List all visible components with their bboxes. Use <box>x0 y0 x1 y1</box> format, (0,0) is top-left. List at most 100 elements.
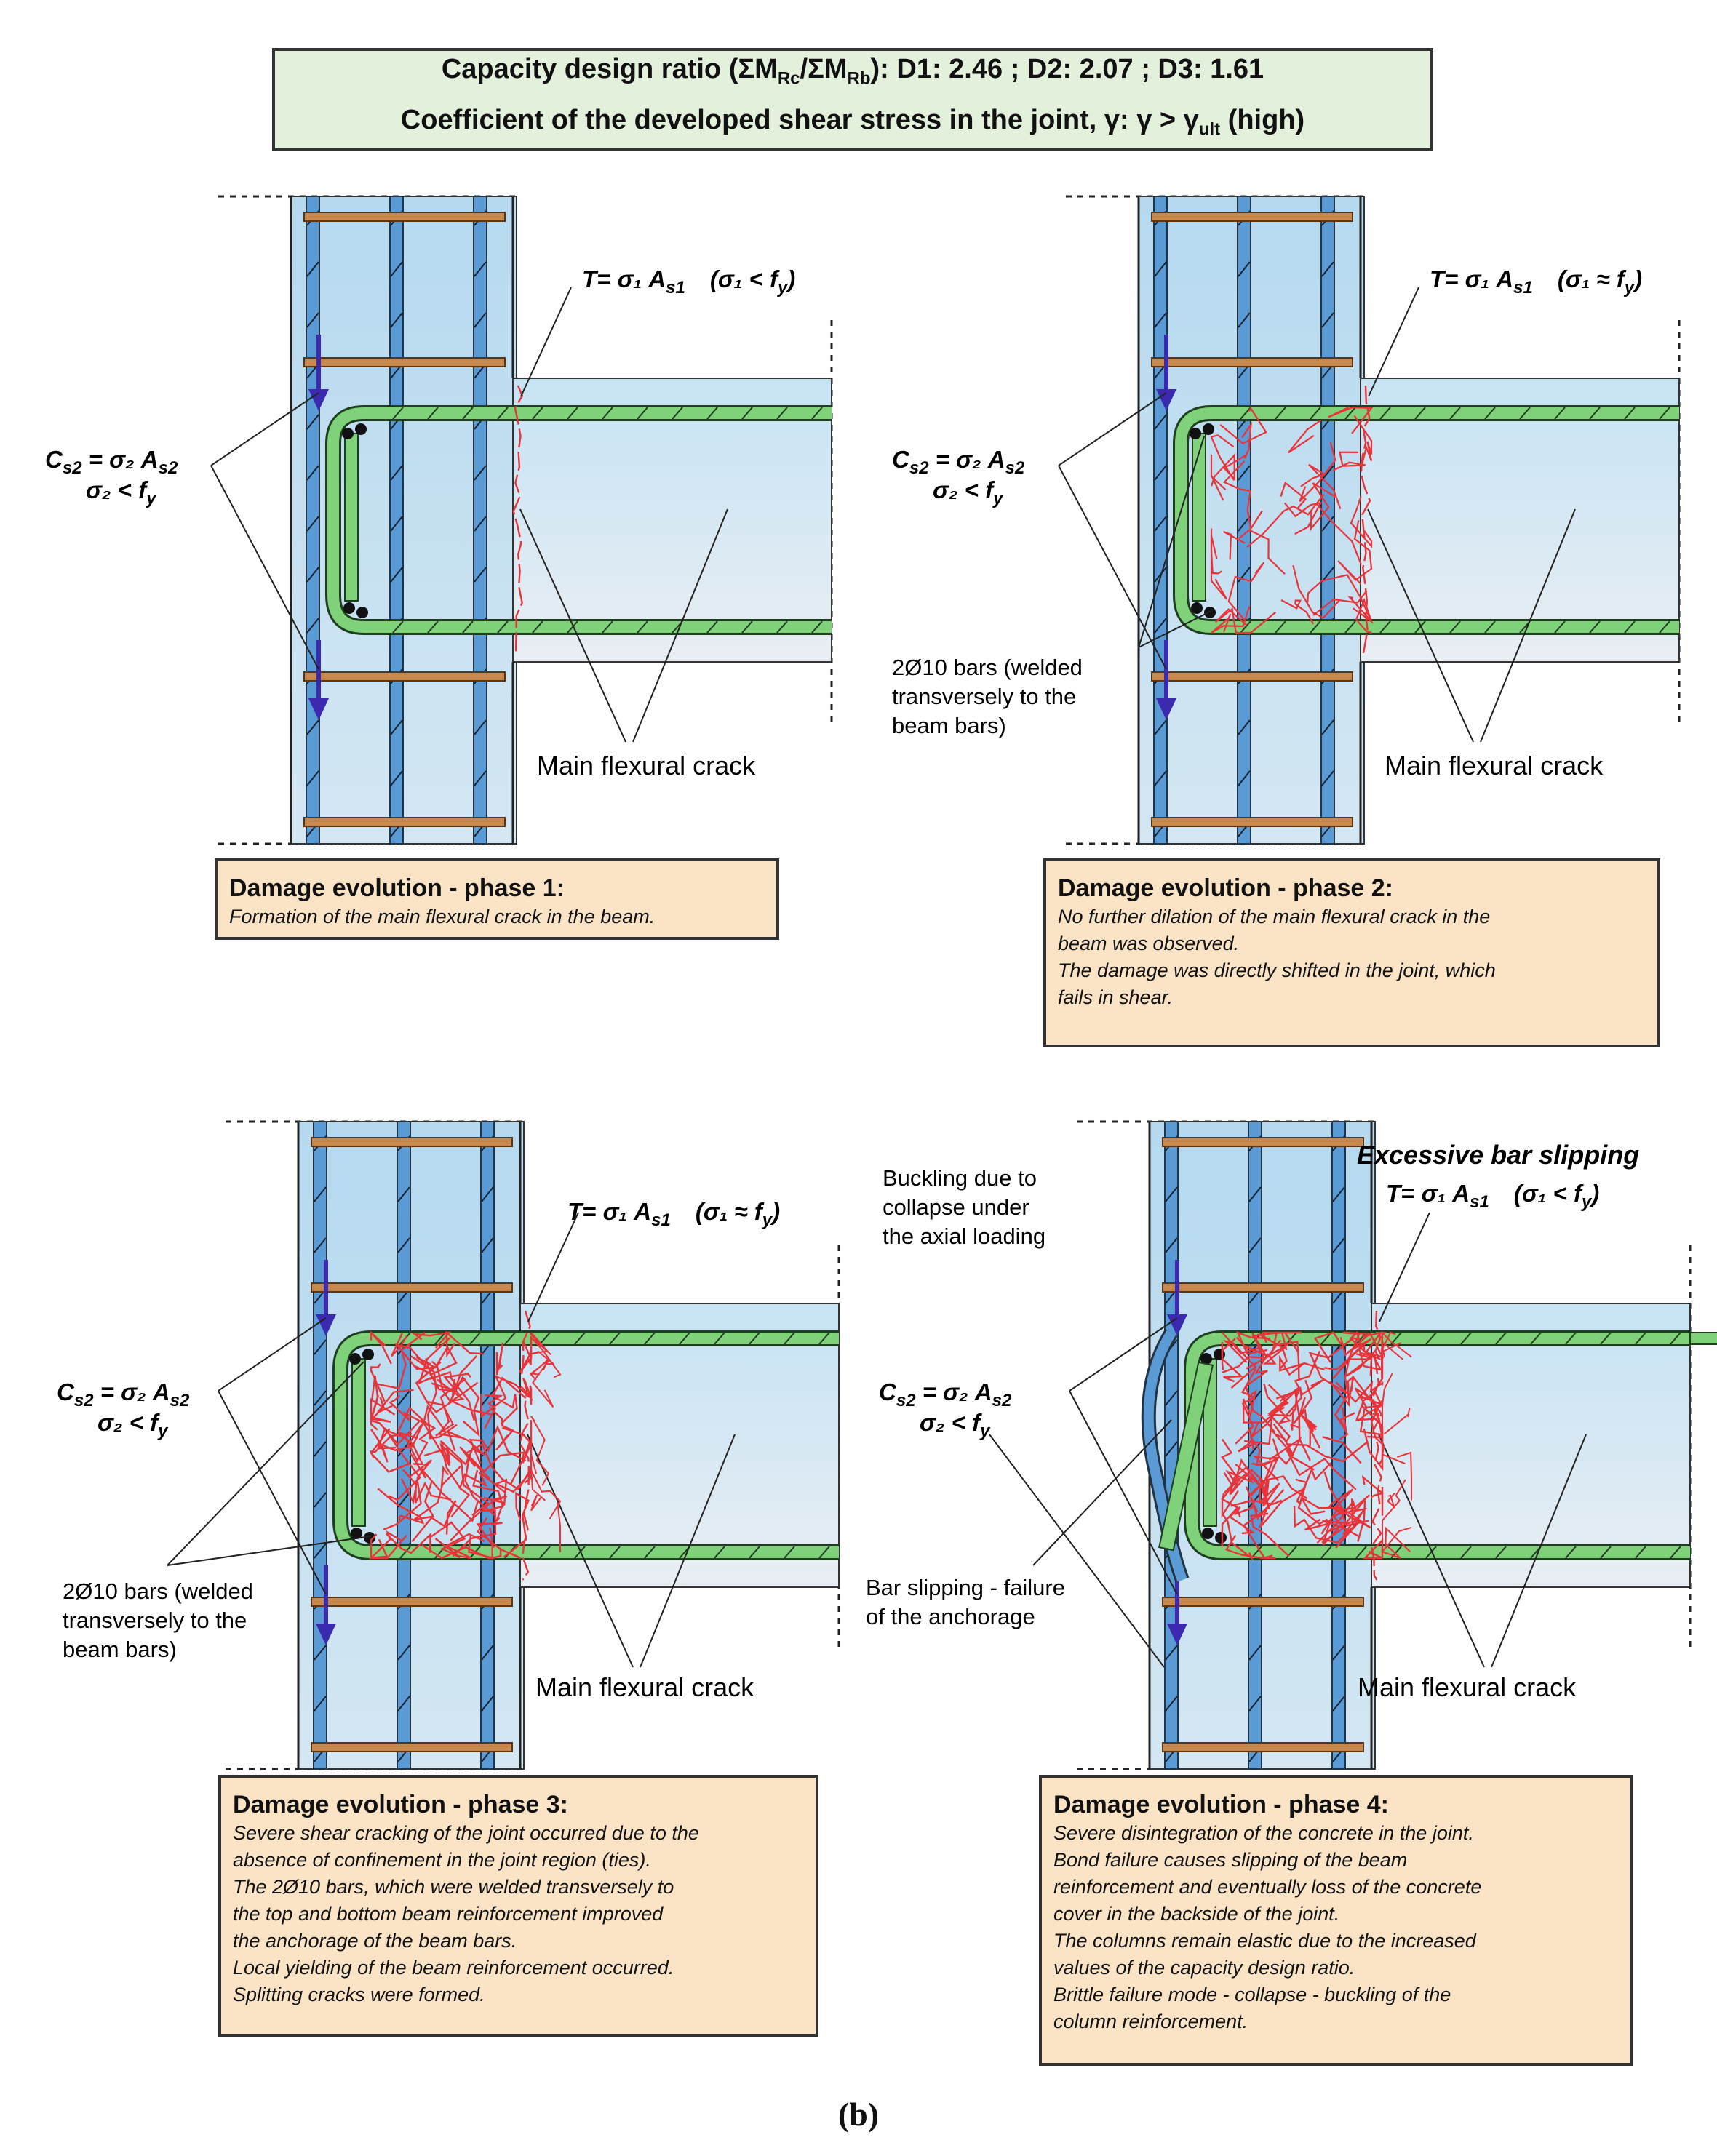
tension-leader <box>520 287 572 397</box>
shear-crack <box>530 1332 551 1356</box>
shear-crack <box>451 1354 478 1399</box>
shear-crack <box>529 1358 554 1408</box>
buckling-label-line2: collapse under <box>883 1194 1029 1220</box>
bar-section-dot <box>1191 602 1203 614</box>
figure-caption: (b) <box>837 2096 880 2133</box>
buckled-column-bar <box>1143 1330 1187 1582</box>
bar-section-dot <box>343 602 355 614</box>
bar-rib <box>306 312 319 328</box>
bar-rib <box>314 1237 327 1253</box>
shear-crack <box>1288 419 1322 454</box>
welded-transverse-bar <box>351 1358 366 1527</box>
bar-rib <box>1554 407 1566 420</box>
bar-section-dot <box>356 607 368 618</box>
shear-crack <box>1312 590 1368 616</box>
shear-crack <box>1262 1339 1289 1365</box>
shear-crack <box>418 1416 475 1466</box>
bar-rib <box>1390 1332 1402 1345</box>
bar-rib <box>602 620 613 634</box>
phase-3-line: Local yielding of the beam reinforcement… <box>233 1957 674 1979</box>
phase-2-line: The damage was directly shifted in the j… <box>1058 959 1496 981</box>
bar-rib <box>609 1546 621 1559</box>
shear-crack <box>377 1389 414 1413</box>
beam-concrete <box>519 1303 840 1588</box>
shear-crack <box>421 1535 494 1560</box>
beam-longitudinal-bar <box>327 407 832 633</box>
bar-rib <box>1240 620 1251 634</box>
tension-leader <box>1379 1212 1430 1322</box>
column-tie <box>311 1597 513 1607</box>
bar-rib <box>1154 719 1167 735</box>
bar-rib <box>811 407 823 420</box>
bar-rib <box>706 620 718 634</box>
column-tie <box>311 1742 513 1752</box>
bar-rib <box>567 620 578 634</box>
bars-label-line2: transversely to the <box>892 684 1076 709</box>
phase-1-box: Damage evolution - phase 1: Formation of… <box>215 858 779 940</box>
bar-rib <box>306 516 319 532</box>
bar-rib <box>1624 407 1636 420</box>
shear-crack <box>1363 1428 1384 1472</box>
bar-rib <box>811 620 823 634</box>
crack-leader <box>1378 1434 1485 1668</box>
shear-crack <box>1345 1349 1382 1377</box>
bar-rib <box>1495 1332 1507 1345</box>
bar-rib <box>1425 1546 1437 1559</box>
main-crack-label: Main flexural crack <box>537 751 756 780</box>
shear-crack <box>557 1502 561 1552</box>
bar-rib <box>644 1332 656 1345</box>
bar-rib <box>390 770 403 786</box>
shear-crack <box>1361 1353 1384 1400</box>
bar-rib <box>1165 1186 1178 1202</box>
bar-rib <box>1321 261 1334 277</box>
bar-rib <box>1659 620 1670 634</box>
shear-crack <box>1381 1526 1412 1559</box>
shear-crack <box>1214 607 1277 634</box>
bar-section-dot <box>355 423 367 435</box>
shear-crack <box>1354 1387 1379 1418</box>
bar-rib <box>741 620 753 634</box>
slipping-label-line2: of the anchorage <box>866 1604 1035 1629</box>
bars-leader <box>1138 436 1205 648</box>
shear-crack <box>1337 520 1373 585</box>
shear-crack <box>411 1500 457 1543</box>
phase-3-line: absence of confinement in the joint regi… <box>233 1849 651 1871</box>
shear-crack <box>370 1363 386 1402</box>
shear-crack <box>1382 1479 1406 1558</box>
phase-4-line: values of the capacity design ratio. <box>1053 1957 1355 1979</box>
shear-crack <box>530 1469 562 1520</box>
bar-rib <box>1165 1237 1178 1253</box>
bar-rib <box>397 1645 410 1661</box>
shear-crack <box>1286 1440 1369 1463</box>
bar-section-dot <box>362 1349 374 1360</box>
joint-panel-3 <box>167 1120 840 1770</box>
bar-rib <box>1238 719 1251 735</box>
shear-crack <box>439 1442 490 1516</box>
bar-rib <box>1248 1186 1262 1202</box>
bar-rib <box>1670 1546 1681 1559</box>
phase-2-title: Damage evolution - phase 2: <box>1058 874 1393 902</box>
bar-rib <box>1165 1645 1178 1661</box>
shear-crack <box>1347 596 1373 634</box>
shear-crack <box>1350 495 1373 548</box>
bar-rib <box>427 407 439 420</box>
welded-transverse-bar <box>344 433 359 602</box>
shear-crack <box>429 1370 475 1421</box>
bar-rib <box>474 770 487 786</box>
bar-rib <box>390 516 403 532</box>
column-longitudinal-bar <box>1320 196 1335 845</box>
tension-label: T= σ₁ As1(σ₁ < fy) <box>582 265 795 298</box>
shear-crack <box>480 1374 533 1418</box>
column-tie <box>303 671 506 682</box>
bar-rib <box>1495 1546 1507 1559</box>
bar-rib <box>1154 465 1167 481</box>
buckling-leader <box>989 1434 1165 1668</box>
shear-crack <box>1300 463 1342 509</box>
shear-crack <box>450 1495 508 1541</box>
shear-crack <box>1221 1458 1259 1519</box>
phase-3-box: Damage evolution - phase 3: Severe shear… <box>218 1775 818 2037</box>
phase-4-line: column reinforcement. <box>1053 2011 1248 2032</box>
bar-rib <box>397 1237 410 1253</box>
shear-crack <box>1361 1475 1384 1516</box>
bar-rib <box>1248 1696 1262 1712</box>
